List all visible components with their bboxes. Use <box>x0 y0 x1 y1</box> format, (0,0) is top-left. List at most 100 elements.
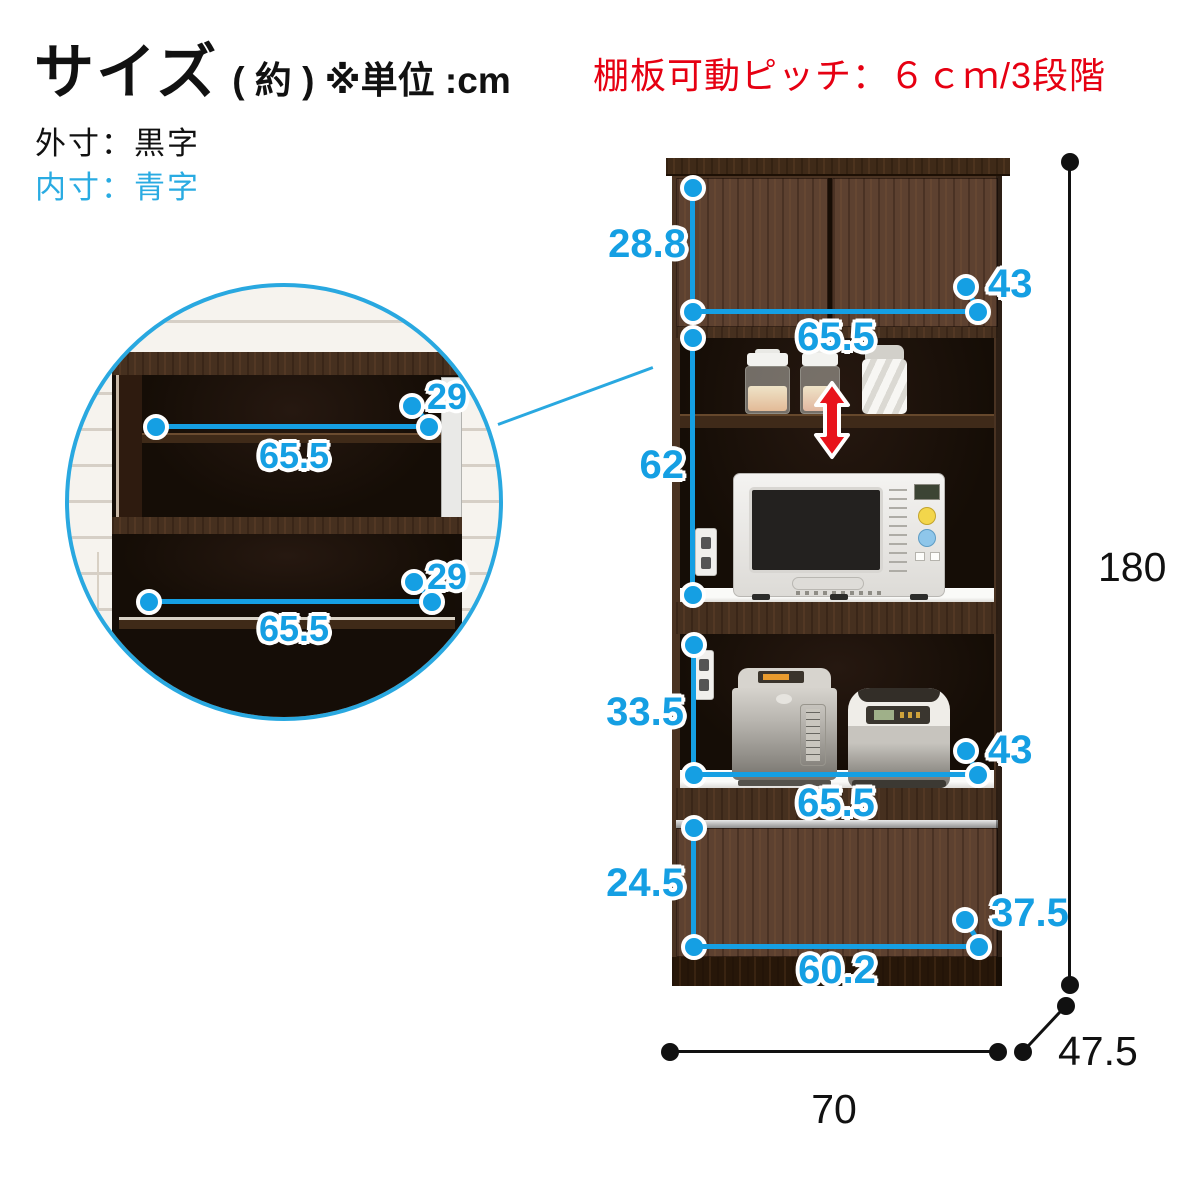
microwave-start-button <box>918 507 936 525</box>
dim-dot <box>416 414 442 440</box>
microwave-menu-labels <box>889 489 907 577</box>
dim-dot <box>989 1043 1007 1061</box>
microwave-foot <box>752 594 770 600</box>
dim-dot <box>1014 1043 1032 1061</box>
microwave-foot <box>830 594 848 600</box>
inset-lower-depth-label: 29 <box>427 556 468 597</box>
cabinet-base <box>672 957 1002 986</box>
outlet <box>701 537 711 549</box>
pot-control-panel <box>758 671 804 683</box>
counter-band <box>676 602 998 634</box>
dim-total-height-line <box>1068 162 1071 985</box>
dim-drawer-height-line <box>691 828 696 947</box>
microwave-button <box>930 552 940 561</box>
microwave-door-handle <box>792 577 864 590</box>
inset-cabinet-top-frame <box>112 352 462 376</box>
legend-outer-dim: 外寸：黒字 <box>35 126 200 161</box>
microwave-cancel-button <box>918 529 936 547</box>
power-strip <box>695 528 717 576</box>
dim-appliance-width-line <box>694 772 978 777</box>
dim-dot <box>965 762 991 788</box>
dim-drawer-width-label: 60.2 <box>798 948 876 992</box>
dim-drawer-height-label: 24.5 <box>606 861 684 905</box>
inset-lower-width-label: 65.5 <box>258 608 330 649</box>
inset-lower-shelf-board <box>119 620 455 629</box>
shelf-pitch-note: 棚板可動ピッチ：６ｃｍ/3段階 <box>593 55 1107 96</box>
dim-appliance-depth-label: 43 <box>988 728 1033 772</box>
microwave-window <box>749 487 883 573</box>
dim-dot <box>1061 976 1079 994</box>
inset-upper-width-line <box>156 424 429 429</box>
dim-dot <box>680 325 706 351</box>
adjustable-shelf-arrow-icon <box>814 381 850 459</box>
dim-drawer-depth-label: 37.5 <box>991 891 1069 935</box>
cabinet-body <box>672 176 1002 986</box>
jar-label <box>748 386 787 411</box>
dim-dot <box>419 589 445 615</box>
inset-lower-width-line <box>149 599 432 604</box>
jar-lid <box>747 353 788 366</box>
pot-water-window <box>800 704 826 766</box>
inset-lower-shelf-highlight <box>119 617 455 620</box>
dim-middle-height-label: 62 <box>639 443 685 487</box>
jar-handle <box>755 349 780 355</box>
inset-open-door-left <box>116 375 142 523</box>
pot-base <box>738 780 831 786</box>
header: サイズ ( 約 ) ※単位 :cm <box>34 24 511 111</box>
cabinet-side-shade <box>996 176 1002 986</box>
jar-handle <box>808 349 832 355</box>
inset-upper-width-label: 65.5 <box>258 435 330 476</box>
dim-appliance-width-label: 65.5 <box>797 781 875 825</box>
drawer-front <box>676 828 998 957</box>
dim-middle-height-line <box>690 338 695 595</box>
microwave-button <box>915 552 925 561</box>
drawer-handle-rail <box>676 820 998 828</box>
dim-appliance-height-label: 33.5 <box>606 690 684 734</box>
door-gap <box>828 178 832 327</box>
outlet <box>699 659 709 671</box>
canister <box>862 345 907 414</box>
canister-body <box>862 359 907 414</box>
microwave-vents <box>796 591 882 595</box>
dim-appliance-height-line <box>691 645 696 775</box>
rice-cooker-panel <box>866 706 930 724</box>
inset-separator-band <box>112 517 462 534</box>
microwave-display <box>914 484 940 500</box>
dim-dot <box>952 907 978 933</box>
inset-lower-interior <box>119 534 455 622</box>
pot-knob <box>776 694 792 704</box>
glass-jar <box>745 349 790 414</box>
inset-upper-shelf-board <box>142 433 441 443</box>
dim-dot <box>953 274 979 300</box>
legend-inner-dim: 内寸：青字 <box>35 170 200 205</box>
dim-dot <box>680 582 706 608</box>
inset-upper-interior <box>142 375 441 517</box>
dim-dot <box>680 175 706 201</box>
dim-upper-height-label: 28.8 <box>608 222 686 266</box>
inset-leader-line <box>497 366 654 426</box>
inset-upper-depth-label: 29 <box>427 376 468 417</box>
dim-dot <box>681 815 707 841</box>
dim-dot <box>1057 997 1075 1015</box>
dim-dot <box>965 299 991 325</box>
rice-cooker-base <box>852 780 946 788</box>
electric-pot <box>732 668 837 786</box>
page-title-note: ( 約 ) ※単位 :cm <box>232 60 511 101</box>
dim-upper-depth-label: 43 <box>988 262 1033 306</box>
jar-lid <box>802 353 838 366</box>
dim-dot <box>401 569 427 595</box>
dim-upper-width-line <box>693 309 978 314</box>
rice-cooker-buttons <box>900 712 924 718</box>
dim-dot <box>681 632 707 658</box>
dim-total-height-label: 180 <box>1098 544 1167 590</box>
dim-dot <box>966 934 992 960</box>
dim-dot <box>661 1043 679 1061</box>
pot-display <box>763 674 789 680</box>
outlet <box>699 679 709 691</box>
inset-wall-corner-line <box>97 552 99 717</box>
rice-cooker-display <box>874 710 894 720</box>
dim-dot <box>143 414 169 440</box>
dim-total-depth-label: 47.5 <box>1058 1028 1138 1074</box>
microwave-foot <box>910 594 928 600</box>
